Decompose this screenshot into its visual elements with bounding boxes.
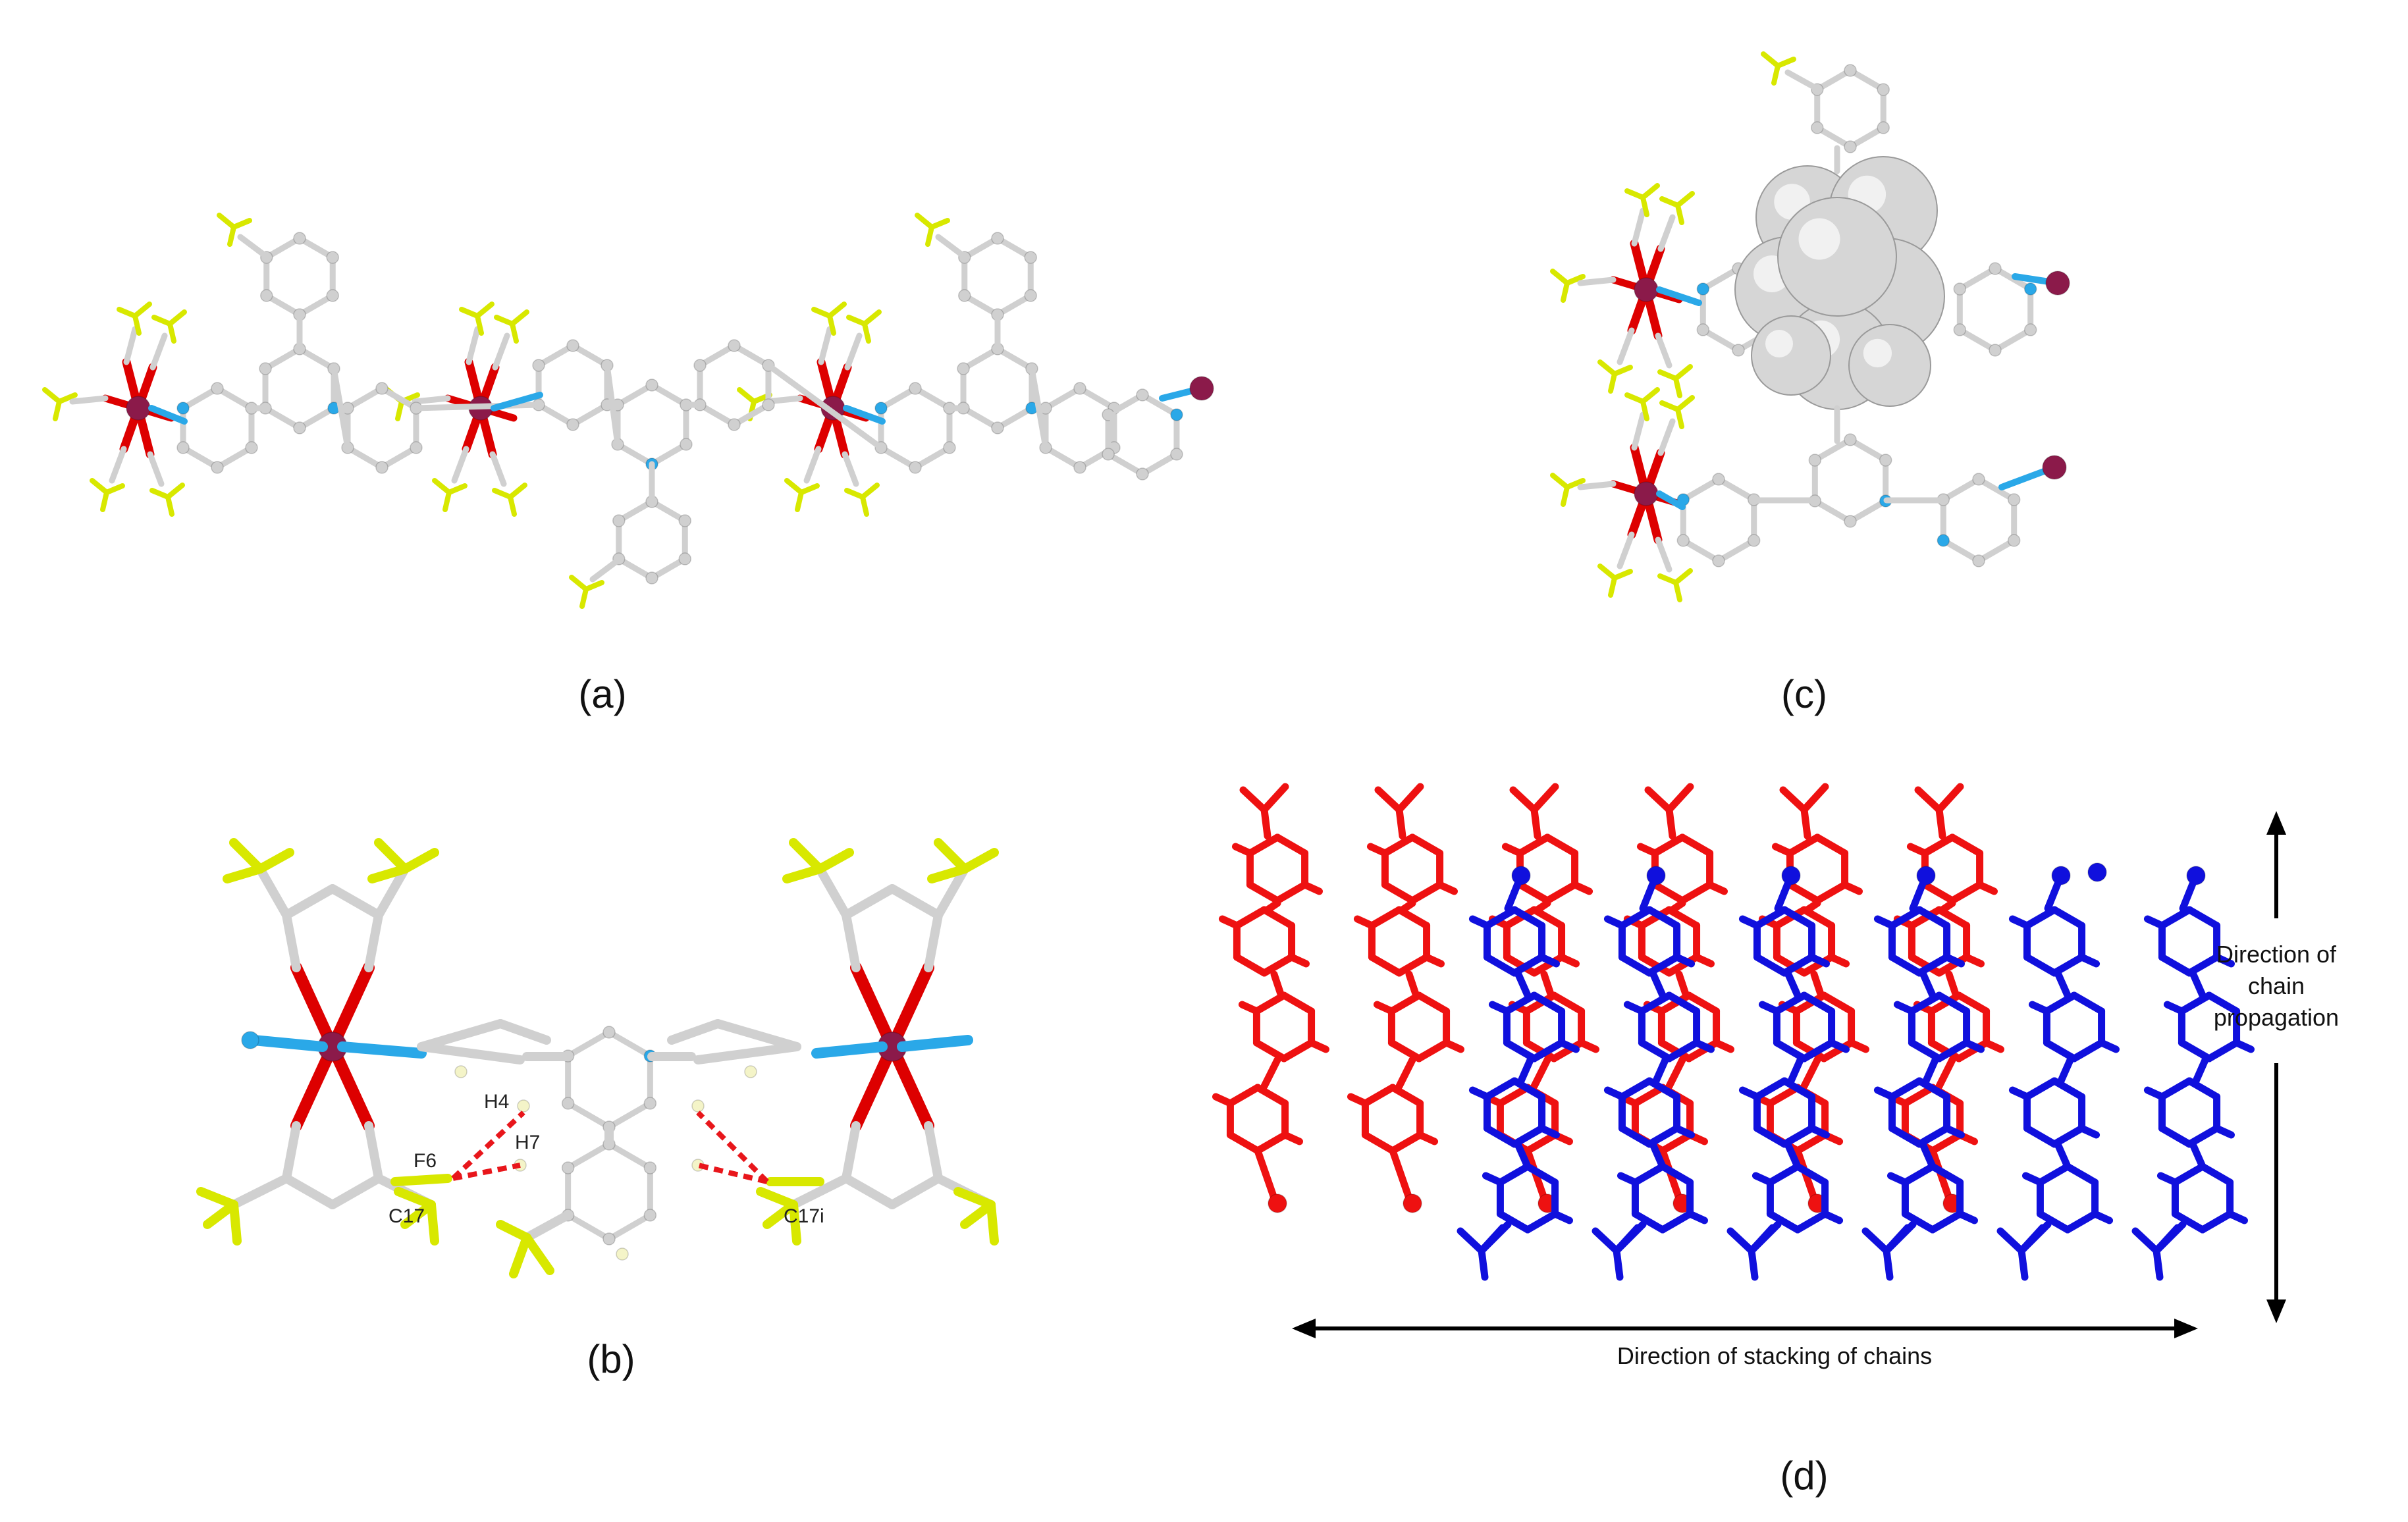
propagation-arrow xyxy=(2266,811,2286,1323)
panel-b-label: (b) xyxy=(587,1337,635,1381)
atom-label-c17i: C17i xyxy=(784,1205,824,1227)
panel-c-label: (c) xyxy=(1781,672,1827,716)
panel-b-hydrogen-bond-view xyxy=(196,838,999,1278)
panel-d-chain-stacking xyxy=(1212,783,2255,1281)
stacking-text: Direction of stacking of chains xyxy=(1617,1342,1932,1369)
atom-label-h7: H7 xyxy=(515,1132,540,1153)
panel-c-molecule-spacefill xyxy=(1550,51,2070,602)
atom-label-h4: H4 xyxy=(484,1091,509,1113)
atom-label-c17: C17 xyxy=(388,1205,425,1227)
propagation-text-line-3: propagation xyxy=(2214,1004,2339,1031)
propagation-text-line-2: chain xyxy=(2248,972,2305,999)
atom-label-f6: F6 xyxy=(414,1150,437,1172)
panel-a-molecule-chain xyxy=(42,213,1214,609)
panel-d-label: (d) xyxy=(1780,1454,1828,1498)
stacking-arrow xyxy=(1292,1319,2198,1338)
panel-a-label: (a) xyxy=(578,672,626,716)
propagation-text-line-1: Direction of xyxy=(2216,941,2337,968)
